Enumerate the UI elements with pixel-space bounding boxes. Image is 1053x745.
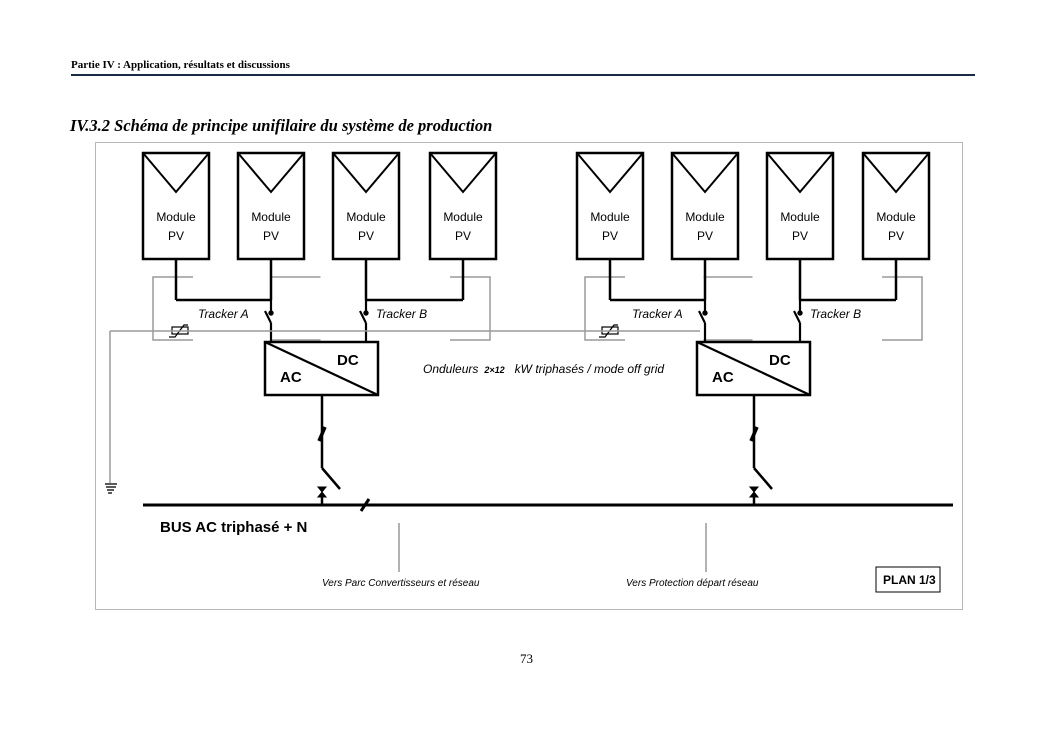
module-label-line1: Module xyxy=(876,210,916,224)
output-label-1: Vers Parc Convertisseurs et réseau xyxy=(322,578,480,589)
pv-symbol-icon xyxy=(576,152,644,194)
pv-symbol-icon xyxy=(766,152,834,194)
inverter-dc-label: DC xyxy=(337,352,359,369)
protection-bracket-left xyxy=(584,276,625,341)
inverter-ac-label: AC xyxy=(280,369,302,386)
module-label-line1: Module xyxy=(685,210,725,224)
tracker-a-label: Tracker A xyxy=(632,307,683,321)
module-label-line1: Module xyxy=(346,210,386,224)
ground-icon xyxy=(105,483,117,494)
inverter-icon xyxy=(695,340,812,397)
module-label-line2: PV xyxy=(168,229,184,243)
module-label-line2: PV xyxy=(358,229,374,243)
module-label-line1: Module xyxy=(156,210,196,224)
figure-frame xyxy=(95,142,963,610)
protection-bracket-right xyxy=(450,276,491,341)
tracker-a-switch-icon xyxy=(698,300,708,342)
section-title: IV.3.2 Schéma de principe unifilaire du … xyxy=(70,116,493,135)
tracker-b-label: Tracker B xyxy=(810,307,861,321)
ac-breaker-icon xyxy=(316,395,341,505)
module-label-line2: PV xyxy=(792,229,808,243)
bus-label: BUS AC triphasé + N xyxy=(160,519,307,536)
pv-symbol-icon xyxy=(429,152,497,194)
module-label-line2: PV xyxy=(602,229,618,243)
bus-tie-mark-icon xyxy=(359,498,371,512)
output-label-2: Vers Protection départ réseau xyxy=(626,578,759,589)
svg-text:Onduleurs 2×12 kW: Onduleurs 2×12 kW triphasés / mode off g… xyxy=(423,360,664,377)
plan-label: PLAN 1/3 xyxy=(883,573,936,587)
tracker-b-label: Tracker B xyxy=(376,307,427,321)
pv-symbol-icon xyxy=(671,152,739,194)
pv-symbol-icon xyxy=(332,152,400,194)
protection-bracket-right xyxy=(882,276,923,341)
tracker-a-label: Tracker A xyxy=(198,307,249,321)
running-header: Partie IV : Application, résultats et di… xyxy=(71,59,290,71)
inverter-caption-suffix: kW triphasés / mode off grid xyxy=(515,362,665,376)
tracker-b-switch-icon xyxy=(793,300,803,342)
inverter-caption: Onduleurs 2×12 kW triphasés / mode off g… xyxy=(423,360,664,377)
plan-box xyxy=(875,566,941,593)
pv-symbol-icon xyxy=(237,152,305,194)
inverter-group-1: ModulePVModulePVModulePVModulePVTracker … xyxy=(141,151,498,505)
protection-bracket-left xyxy=(152,276,193,341)
inverter-ac-label: AC xyxy=(712,369,734,386)
pv-symbol-icon xyxy=(142,152,210,194)
page-number: 73 xyxy=(520,651,533,666)
inverter-dc-label: DC xyxy=(769,352,791,369)
ac-breaker-icon xyxy=(748,395,773,505)
module-label-line2: PV xyxy=(263,229,279,243)
inverter-caption-rating: 2×12 xyxy=(483,365,504,375)
module-label-line2: PV xyxy=(888,229,904,243)
tracker-a-switch-icon xyxy=(264,300,274,342)
header-rule xyxy=(71,74,975,76)
module-label-line2: PV xyxy=(455,229,471,243)
tracker-b-switch-icon xyxy=(359,300,369,342)
inverter-icon xyxy=(263,340,380,397)
inverter-group-2: ModulePVModulePVModulePVModulePVTracker … xyxy=(575,151,931,505)
module-label-line1: Module xyxy=(443,210,483,224)
module-label-line1: Module xyxy=(780,210,820,224)
inverter-caption-prefix: Onduleurs xyxy=(423,362,478,376)
module-label-line1: Module xyxy=(251,210,291,224)
module-label-line1: Module xyxy=(590,210,630,224)
module-label-line2: PV xyxy=(697,229,713,243)
pv-symbol-icon xyxy=(862,152,930,194)
